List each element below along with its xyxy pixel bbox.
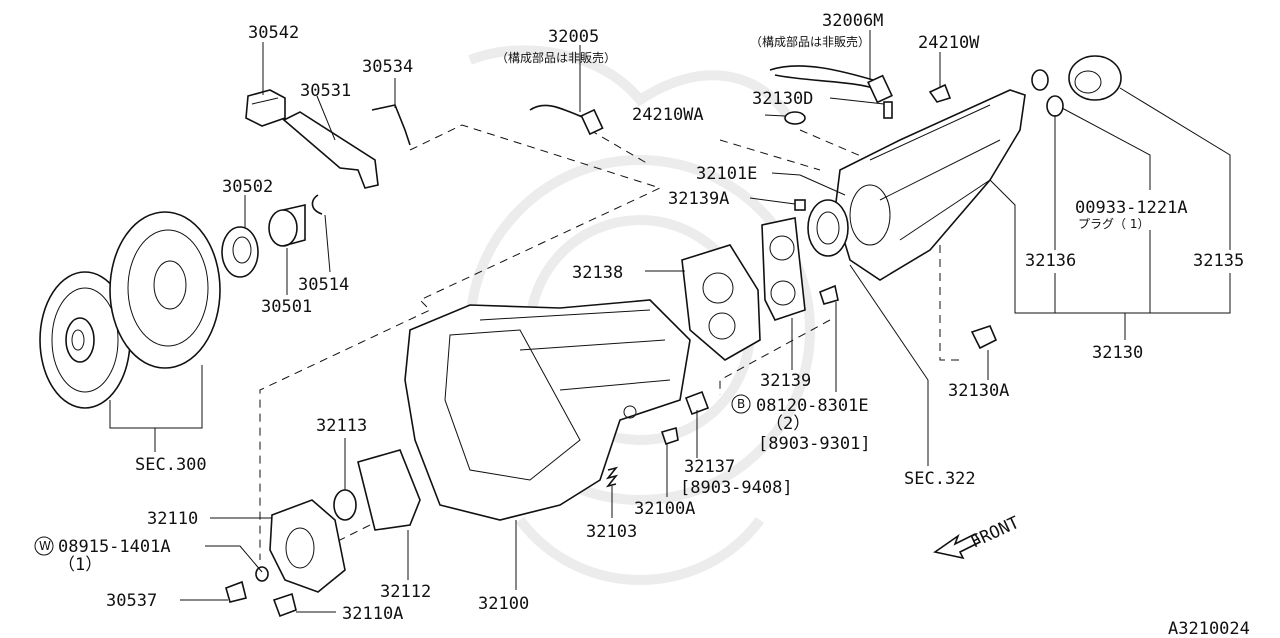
label-08120-8301E: 08120-8301E bbox=[756, 396, 869, 416]
clamp-24210WA-part bbox=[784, 111, 806, 125]
range-32137: [8903-9408] bbox=[680, 478, 793, 498]
label-30501: 30501 bbox=[261, 297, 312, 317]
label-08915-1401A: 08915-1401A bbox=[58, 537, 171, 557]
oil-seal-part bbox=[807, 199, 849, 257]
label-32136: 32136 bbox=[1025, 251, 1076, 271]
label-30542: 30542 bbox=[248, 23, 299, 43]
part-labels: 30542 30531 30534 32005 （構成部品は非販売） 32006… bbox=[39, 11, 1250, 638]
front-label: FRONT bbox=[968, 513, 1023, 553]
leader-lines bbox=[109, 30, 1231, 613]
label-32135: 32135 bbox=[1193, 251, 1244, 271]
label-32113: 32113 bbox=[316, 416, 367, 436]
sensor-32005-part bbox=[529, 104, 604, 136]
transmission-case-part bbox=[404, 299, 691, 521]
seal-32113-part bbox=[333, 489, 357, 521]
washer-08915-part bbox=[255, 566, 269, 582]
label-24210WA: 24210WA bbox=[632, 105, 704, 125]
plug-32100A-part bbox=[660, 426, 679, 446]
note-32006M: （構成部品は非販売） bbox=[750, 34, 870, 49]
gasket-32112-part bbox=[357, 449, 421, 531]
label-32100: 32100 bbox=[478, 594, 529, 614]
adapter-plate-32139-part bbox=[761, 217, 806, 321]
qty-08915: （1） bbox=[58, 555, 102, 575]
range-08120: [8903-9301] bbox=[758, 434, 871, 454]
bolt-32110A-part bbox=[272, 592, 297, 618]
bearing-sleeve-part bbox=[268, 203, 306, 247]
plug-32137-part bbox=[684, 390, 710, 416]
label-32130A: 32130A bbox=[948, 381, 1009, 401]
label-30534: 30534 bbox=[362, 57, 413, 77]
label-30514: 30514 bbox=[298, 275, 349, 295]
label-32130: 32130 bbox=[1092, 343, 1143, 363]
label-32137: 32137 bbox=[684, 457, 735, 477]
dust-boot-part bbox=[245, 89, 286, 127]
b-circle-letter: B bbox=[737, 397, 745, 411]
extension-housing-part bbox=[834, 89, 1026, 281]
label-sec322: SEC.322 bbox=[904, 469, 976, 489]
label-32130D: 32130D bbox=[752, 89, 813, 109]
qty-08120: （2） bbox=[766, 414, 810, 434]
label-00933-1221A: 00933-1221A bbox=[1075, 198, 1188, 218]
label-32101E: 32101E bbox=[696, 164, 757, 184]
sensor-32006M-part bbox=[769, 65, 893, 104]
label-32103: 32103 bbox=[586, 522, 637, 542]
label-32112: 32112 bbox=[380, 582, 431, 602]
label-24210W: 24210W bbox=[918, 33, 980, 53]
label-32139: 32139 bbox=[760, 371, 811, 391]
bolt-32130D-part bbox=[883, 101, 893, 119]
label-32100A: 32100A bbox=[634, 499, 695, 519]
b-circle-icon bbox=[731, 394, 751, 414]
label-32139A: 32139A bbox=[668, 189, 729, 209]
clutch-disc-part bbox=[39, 271, 131, 409]
label-30537: 30537 bbox=[106, 591, 157, 611]
front-direction-arrow bbox=[933, 532, 982, 560]
label-sec300: SEC.300 bbox=[135, 455, 207, 475]
label-32006M: 32006M bbox=[822, 11, 883, 31]
label-30502: 30502 bbox=[222, 177, 273, 197]
bolt-32130A-part bbox=[970, 325, 998, 350]
bolt-08120-part bbox=[819, 284, 839, 305]
release-bearing-part bbox=[221, 226, 259, 278]
return-spring-part bbox=[371, 104, 411, 146]
label-32138: 32138 bbox=[572, 263, 623, 283]
clip-part bbox=[311, 194, 323, 215]
withdrawal-lever-part bbox=[282, 111, 379, 189]
dust-cover-32135-part bbox=[1068, 55, 1122, 101]
bolt-30537-part bbox=[225, 580, 247, 603]
label-32110: 32110 bbox=[147, 509, 198, 529]
note-00933: プラグ（ 1） bbox=[1078, 217, 1149, 231]
nut-32136-part bbox=[1046, 95, 1064, 117]
label-32110A: 32110A bbox=[342, 604, 403, 624]
note-32005: （構成部品は非販売） bbox=[496, 50, 616, 65]
w-circle-letter: W bbox=[39, 539, 51, 553]
plug-part bbox=[1031, 69, 1049, 91]
adapter-plate-32138-part bbox=[681, 244, 761, 361]
pressure-plate-part bbox=[109, 211, 221, 369]
label-32005: 32005 bbox=[548, 27, 599, 47]
w-circle-icon bbox=[34, 536, 54, 556]
front-cover-32110-part bbox=[269, 499, 346, 593]
label-30531: 30531 bbox=[300, 81, 351, 101]
assembly-dash-lines bbox=[259, 124, 960, 561]
bolt-32139A-part bbox=[794, 199, 806, 211]
diagram-code: A3210024 bbox=[1168, 619, 1250, 638]
spring-32103-part bbox=[605, 466, 619, 488]
